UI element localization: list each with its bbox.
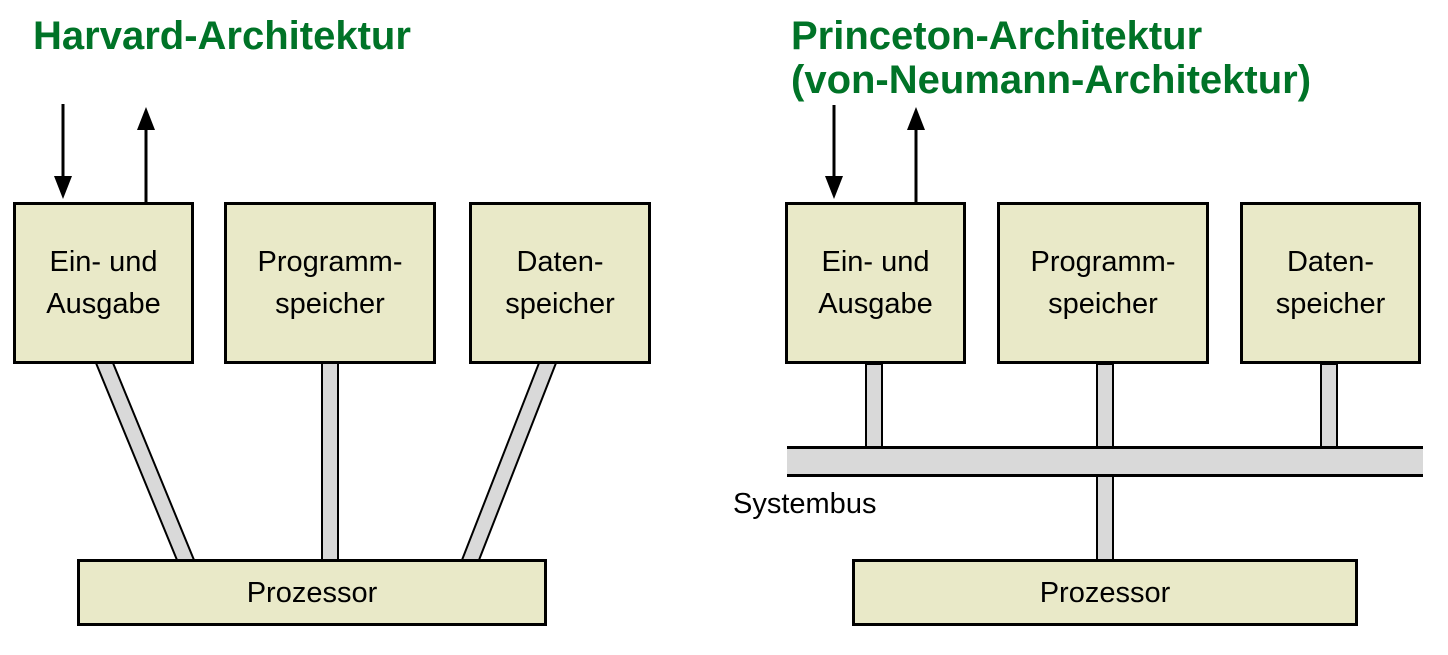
harvard-input-arrow xyxy=(54,104,72,199)
princeton-box-processor: Prozessor xyxy=(852,559,1358,626)
princeton-connector-program-bus xyxy=(1096,363,1114,449)
harvard-connector-program-processor xyxy=(321,362,339,561)
princeton-title-line2: (von-Neumann-Architektur) xyxy=(791,58,1312,102)
harvard-connector-io-processor xyxy=(94,362,196,561)
harvard-box-processor: Prozessor xyxy=(77,559,547,626)
princeton-connector-data-bus xyxy=(1320,363,1338,449)
harvard-connector-data-processor xyxy=(460,362,558,561)
harvard-box-io: Ein- und Ausgabe xyxy=(13,202,194,364)
harvard-box-data: Daten- speicher xyxy=(469,202,651,364)
princeton-title: Princeton-Architektur (von-Neumann-Archi… xyxy=(791,14,1311,102)
princeton-input-arrow xyxy=(825,105,843,199)
princeton-box-io: Ein- und Ausgabe xyxy=(785,202,966,364)
harvard-title: Harvard-Architektur xyxy=(33,14,411,58)
systembus-label: Systembus xyxy=(733,488,877,520)
princeton-output-arrow xyxy=(907,107,925,203)
harvard-box-program: Programm- speicher xyxy=(224,202,436,364)
harvard-output-arrow xyxy=(137,107,155,203)
princeton-connector-bus-processor xyxy=(1096,474,1114,562)
princeton-box-data: Daten- speicher xyxy=(1240,202,1421,364)
princeton-connector-io-bus xyxy=(865,363,883,449)
princeton-title-line1: Princeton-Architektur xyxy=(791,14,1203,58)
princeton-box-program: Programm- speicher xyxy=(997,202,1209,364)
system-bus xyxy=(787,446,1423,477)
